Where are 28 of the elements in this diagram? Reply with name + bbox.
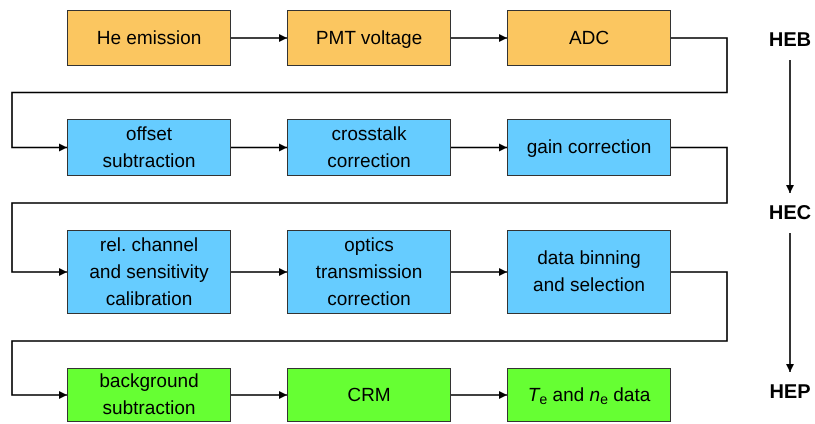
process-box: offset subtraction: [67, 119, 231, 176]
arrow: [11, 37, 728, 152]
stage-label: HEP: [765, 378, 815, 406]
process-box: rel. channel and sensitivity calibration: [67, 230, 231, 314]
arrow: [786, 233, 794, 372]
process-box: optics transmission correction: [287, 230, 451, 314]
process-box: gain correction: [507, 119, 671, 176]
arrow: [786, 60, 794, 193]
arrow: [231, 34, 287, 42]
arrow: [451, 391, 507, 399]
process-box: PMT voltage: [287, 10, 451, 66]
stage-label: HEC: [765, 199, 815, 227]
arrow: [231, 144, 287, 152]
process-box: data binning and selection: [507, 230, 671, 314]
process-box: He emission: [67, 10, 231, 66]
arrow: [231, 268, 287, 276]
process-box: T$_{e}$ and n$_{e}$ data: [507, 368, 671, 422]
arrow: [451, 268, 507, 276]
arrow: [11, 146, 728, 276]
arrow: [11, 271, 728, 399]
process-box: background subtraction: [67, 368, 231, 422]
arrow: [451, 144, 507, 152]
arrow: [231, 391, 287, 399]
process-box: CRM: [287, 368, 451, 422]
stage-label: HEB: [765, 26, 815, 54]
process-box: ADC: [507, 10, 671, 66]
arrow: [451, 34, 507, 42]
process-box: crosstalk correction: [287, 119, 451, 176]
